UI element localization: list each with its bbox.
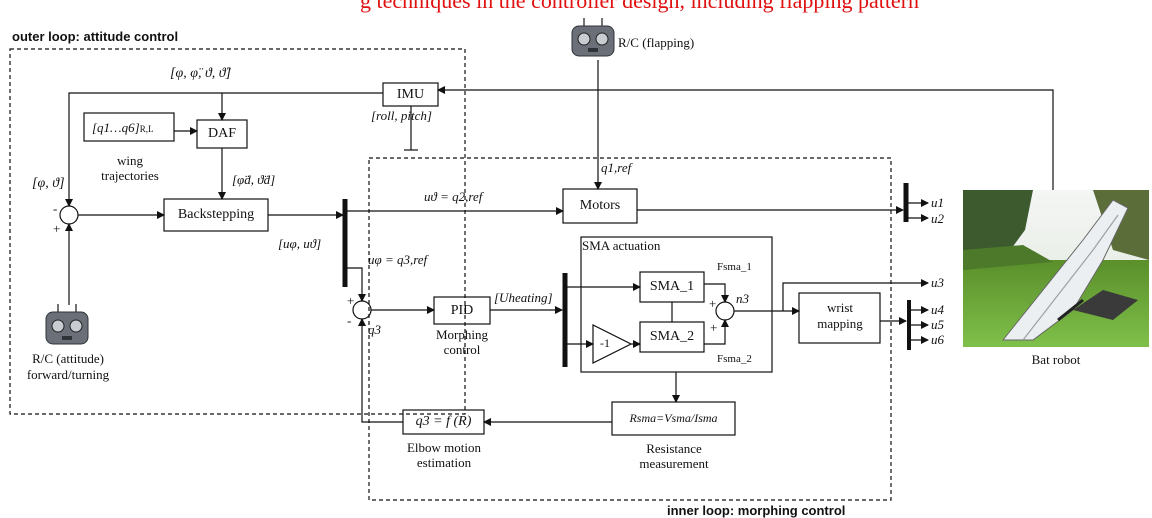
output-u4: u4 — [931, 302, 944, 317]
q-input-frame — [83, 112, 175, 142]
output-u1: u1 — [931, 195, 944, 210]
u-heating-label: [Uheating] — [494, 290, 553, 305]
wrist-mapping-label-1: wrist — [827, 300, 853, 315]
motors-block: Motors — [579, 198, 621, 213]
n3-label: n3 — [736, 291, 749, 306]
desired-accel-label: [φ̈d, ϑ̈d] — [232, 172, 276, 187]
output-u5: u5 — [931, 317, 944, 332]
q3-label: q3 — [368, 322, 381, 337]
outer-loop-region — [9, 48, 466, 415]
morphing-control-label-2: control — [443, 342, 481, 357]
output-u3: u3 — [931, 275, 944, 290]
sign-plus-outer: + — [53, 221, 61, 236]
elbow-motion-label-1: Elbow motion — [406, 440, 482, 455]
sma1-block: SMA_1 — [649, 279, 695, 294]
output-u6: u6 — [931, 332, 944, 347]
bat-robot-caption: Bat robot — [1031, 352, 1081, 367]
resistance-label-2: measurement — [639, 456, 709, 471]
control-outputs-label: [uφ, uϑ] — [278, 236, 322, 251]
pid-block: PID — [450, 302, 474, 318]
inner-loop-label: inner loop: morphing control — [667, 503, 846, 518]
rc-attitude-label-2: forward/turning — [26, 367, 110, 382]
inverter-gain: -1 — [600, 336, 610, 350]
wrist-block-frame — [798, 292, 881, 344]
imu-block: IMU — [396, 86, 425, 102]
sign-plus-sma2: + — [710, 320, 718, 335]
rc-flapping-label: R/C (flapping) — [618, 35, 695, 50]
bat-robot-photo — [963, 190, 1149, 347]
wing-trajectories-label-2: trajectories — [101, 168, 159, 183]
sum-junction-outer — [59, 205, 79, 225]
inner-loop-region — [368, 157, 892, 501]
resistance-label-1: Resistance — [646, 441, 702, 456]
rc-flapping-icon — [571, 18, 615, 57]
sma-actuation-title: SMA actuation — [582, 238, 661, 253]
rc-attitude-label-1: R/C (attitude) — [32, 351, 104, 366]
morphing-control-label-1: Morphing — [436, 327, 488, 342]
daf-block: DAF — [207, 126, 236, 141]
backstepping-block: Backstepping — [177, 207, 255, 222]
sign-plus-sma1: + — [709, 296, 717, 311]
elbow-estimation-block: q3 = f (R) — [415, 414, 472, 429]
phi-theta-feedback-label: [φ, ϑ] — [32, 176, 65, 191]
sma2-block: SMA_2 — [649, 329, 695, 344]
sum-junction-sma — [715, 301, 735, 321]
outer-loop-label: outer loop: attitude control — [12, 29, 179, 44]
inverter-triangle — [592, 324, 633, 364]
sign-minus-outer: - — [53, 201, 58, 216]
rc-attitude-icon — [45, 304, 89, 345]
fsma1-label: Fsma_1 — [717, 261, 752, 273]
caption-fragment: g techniques in the controller design, i… — [360, 0, 920, 13]
wrist-mapping-label-2: mapping — [817, 316, 863, 331]
fsma2-label: Fsma_2 — [717, 353, 752, 365]
sign-minus-inner: - — [347, 313, 352, 328]
state-vector-label: [φ, φ̈, ϑ, ϑ̈] — [170, 66, 232, 81]
q1-ref-label: q1,ref — [601, 160, 632, 175]
output-u2: u2 — [931, 211, 944, 226]
u-theta-ref-label: uϑ = q2,ref — [424, 189, 483, 204]
q-input-label: [q1…q6]R,L — [92, 120, 154, 135]
wing-trajectories-label-1: wing — [117, 153, 143, 168]
sign-plus-inner: + — [347, 293, 355, 308]
elbow-motion-label-2: estimation — [416, 455, 472, 470]
u-phi-ref-label: uφ = q3,ref — [368, 252, 428, 267]
imu-subtitle: [roll, pitch] — [371, 108, 432, 123]
resistance-block: Rsma=Vsma/Isma — [629, 411, 718, 425]
sum-junction-inner — [352, 300, 372, 320]
